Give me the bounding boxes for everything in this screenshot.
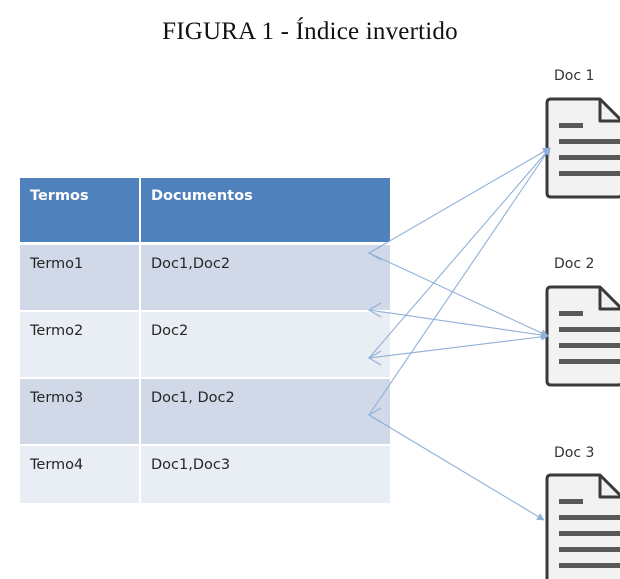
docs-cell: Doc1,Doc3 — [140, 445, 390, 505]
table-row: Termo4 Doc1,Doc3 — [20, 445, 390, 505]
header-documents: Documentos — [140, 178, 390, 245]
connector-arrow — [368, 252, 549, 337]
doc-2-icon — [545, 285, 620, 387]
docs-cell: Doc1,Doc2 — [140, 243, 390, 312]
table-row: Termo3 Doc1, Doc2 — [20, 378, 390, 446]
doc-2-label: Doc 2 — [554, 256, 595, 272]
connector-arrow — [368, 309, 549, 339]
docs-cell: Doc1, Doc2 — [140, 378, 390, 446]
connector-arrow — [368, 333, 549, 359]
docs-cell: Doc2 — [140, 311, 390, 379]
connector-arrow — [368, 147, 551, 416]
term-cell: Termo4 — [20, 445, 141, 505]
figure-title: FIGURA 1 - Índice invertido — [162, 18, 458, 45]
inverted-index-table: Termos Documentos Termo1 Doc1,Doc2 Termo… — [20, 178, 390, 505]
connector-arrow — [368, 414, 545, 521]
connector-arrow — [368, 147, 551, 359]
connector-arrow — [368, 147, 551, 254]
row-connector-tick — [367, 407, 382, 423]
term-cell: Termo2 — [20, 311, 141, 379]
table-header-row: Termos Documentos — [20, 178, 390, 245]
term-cell: Termo1 — [20, 243, 141, 312]
table-row: Termo2 Doc2 — [20, 311, 390, 379]
term-cell: Termo3 — [20, 378, 141, 446]
doc-3-icon — [545, 473, 620, 579]
header-terms: Termos — [20, 178, 141, 245]
doc-3-label: Doc 3 — [554, 445, 595, 461]
doc-1-icon — [545, 97, 620, 199]
table-row: Termo1 Doc1,Doc2 — [20, 243, 390, 312]
doc-1-label: Doc 1 — [554, 68, 595, 84]
